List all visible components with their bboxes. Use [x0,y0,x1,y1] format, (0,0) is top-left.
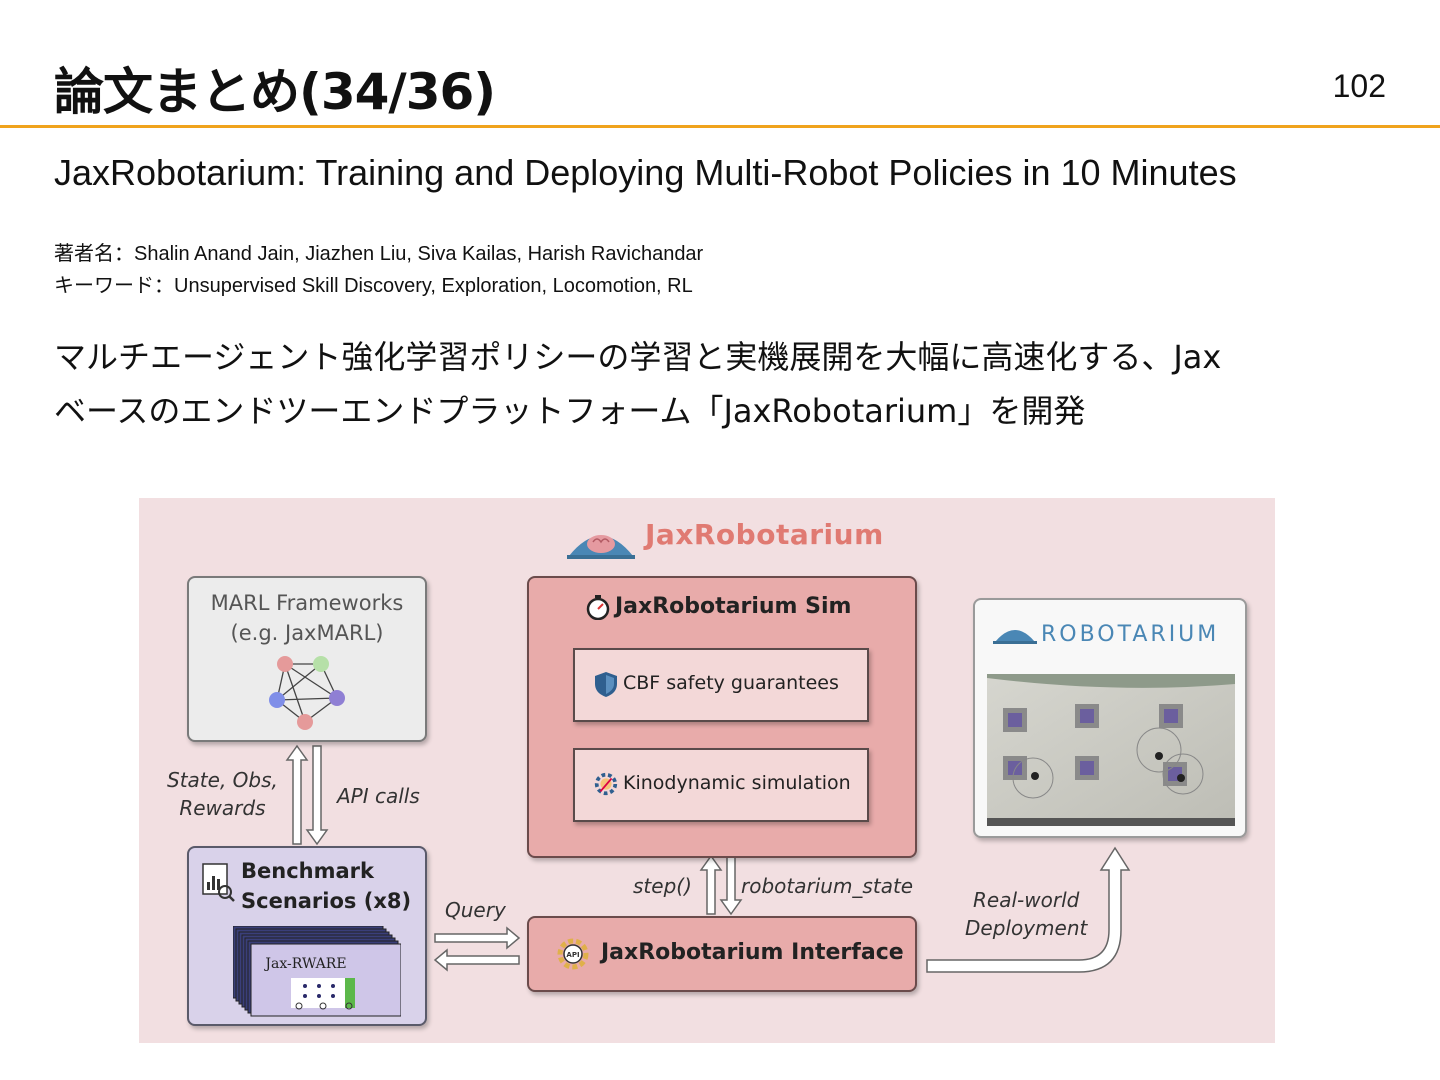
stopwatch-icon [585,594,611,620]
scenario-card-stack [233,926,401,1018]
arena-photo [987,674,1235,826]
interface-box: API JaxRobotarium Interface [527,916,917,992]
graph-network-icon [263,652,353,732]
svg-text:API: API [566,951,579,959]
benchmark-title: Benchmark Scenarios (x8) [241,856,411,916]
state-obs-rewards-label: State, Obs, Rewards [167,766,278,822]
api-calls-label: API calls [337,782,420,810]
interface-title: JaxRobotarium Interface [601,940,904,965]
kinodynamic-label: Kinodynamic simulation [623,772,851,794]
summary: マルチエージェント強化学習ポリシーの学習と実機展開を大幅に高速化する、Jax ベ… [54,330,1374,438]
authors-label: 著者名： [54,241,134,265]
summary-line-1: マルチエージェント強化学習ポリシーの学習と実機展開を大幅に高速化する、Jax [54,330,1374,384]
marl-frameworks-box: MARL Frameworks (e.g. JaxMARL) [187,576,427,742]
robotarium-box: ROBOTARIUM [973,598,1247,838]
shield-icon [593,670,619,698]
robotarium-dome-icon [993,622,1037,644]
robotarium-state-label: robotarium_state [741,872,913,900]
title-divider [0,125,1440,128]
robotarium-logo-text: ROBOTARIUM [1041,622,1219,647]
sim-title: JaxRobotarium Sim [615,594,851,619]
authors-line: 著者名：Shalin Anand Jain, Jiazhen Liu, Siva… [54,237,703,266]
query-label: Query [445,896,506,924]
cbf-label: CBF safety guarantees [623,672,839,694]
architecture-figure: JaxRobotarium MARL Frameworks (e.g. JaxM… [139,498,1275,1043]
keywords-value: Unsupervised Skill Discovery, Exploratio… [174,275,693,297]
cbf-box: CBF safety guarantees [573,648,869,722]
jaxrobotarium-logo: JaxRobotarium [565,512,885,562]
gear-brain-icon [593,770,619,798]
page-number: 102 [1333,68,1386,105]
keywords-label: キーワード： [54,273,174,297]
jaxrobotarium-sim-box: JaxRobotarium Sim CBF safety guarantees … [527,576,917,858]
jaxrobotarium-logo-text: JaxRobotarium [645,518,884,551]
authors-value: Shalin Anand Jain, Jiazhen Liu, Siva Kai… [134,243,703,265]
paper-title: JaxRobotarium: Training and Deploying Mu… [54,152,1237,194]
jax-rware-label: Jax-RWARE [251,956,361,972]
summary-line-2: ベースのエンドツーエンドプラットフォーム「JaxRobotarium」を開発 [54,384,1374,438]
keywords-line: キーワード：Unsupervised Skill Discovery, Expl… [54,269,693,298]
real-world-deployment-label: Real-world Deployment [965,886,1087,942]
step-label: step() [633,872,692,900]
benchmark-box: Benchmark Scenarios (x8) Jax-RWARE [187,846,427,1026]
brain-dome-icon [565,522,637,560]
marl-frameworks-label: MARL Frameworks (e.g. JaxMARL) [189,588,425,648]
kinodynamic-box: Kinodynamic simulation [573,748,869,822]
api-gear-icon: API [555,934,591,974]
slide-title: 論文まとめ(34/36) [54,52,495,124]
chart-magnifier-icon [201,862,235,902]
